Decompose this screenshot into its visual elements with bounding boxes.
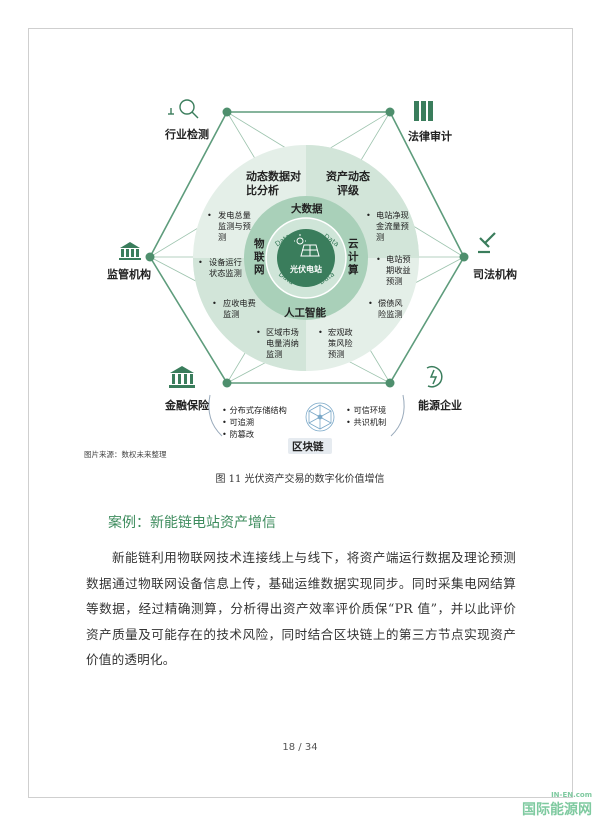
list-item: 电站预 期收益 预测 xyxy=(386,254,411,286)
label-big-data: 大数据 xyxy=(291,203,323,215)
figure-source: 图片来源：数权未来整理 xyxy=(84,450,167,459)
list-item: 应收电费 监测 xyxy=(223,298,256,319)
blockchain-box xyxy=(288,438,332,454)
list-bullet: • xyxy=(376,254,381,264)
page-border xyxy=(28,28,573,798)
list-item: • xyxy=(207,210,212,220)
government-building-icon xyxy=(119,242,141,260)
blockchain-label: 区块链 xyxy=(292,441,324,453)
node-regulator: 监管机构 xyxy=(107,268,151,281)
node-finance: 金融保险 xyxy=(165,399,209,412)
blockchain-item: • 可信环境 xyxy=(346,405,387,415)
list-item: 电站净现 金流量预 测 xyxy=(376,210,409,242)
label-iot: 物 联 网 xyxy=(254,238,265,276)
gavel-icon xyxy=(478,232,496,254)
blockchain-item: • 可追溯 xyxy=(222,417,255,427)
list-bullet: • xyxy=(198,257,203,267)
page-number: 18 / 34 xyxy=(282,742,318,753)
body-paragraph: 新能链利用物联网技术连接线上与线下，将资产端运行数据及理论预测数据通过物联网设备… xyxy=(86,550,516,667)
list-item: 偿债风 险监测 xyxy=(378,298,403,319)
figure-caption: 图 11 光伏资产交易的数字化价值增信 xyxy=(215,474,385,485)
section-dynamic-compare: 动态数据对 比分析 xyxy=(246,170,301,197)
case-title: 案例：新能链电站资产增信 xyxy=(108,515,276,531)
solar-panel-icon xyxy=(294,234,320,257)
node-energy: 能源企业 xyxy=(418,399,462,412)
label-ai: 人工智能 xyxy=(284,307,326,319)
center-circle xyxy=(277,229,335,287)
list-item: 宏观政 策风险 预测 xyxy=(328,327,353,359)
energy-cycle-icon xyxy=(426,366,443,388)
watermark-logo: IN-EN.com 国际能源网 xyxy=(522,791,592,818)
magnifier-chart-icon xyxy=(168,99,199,119)
center-label: 光伏电站 xyxy=(289,264,322,274)
network-icon xyxy=(305,402,335,432)
list-bullet: • xyxy=(318,327,323,337)
list-bullet: • xyxy=(256,327,261,337)
list-item: 设备运行 状态监测 xyxy=(209,257,242,278)
list-bullet: • xyxy=(366,210,371,220)
vertex-dots xyxy=(145,107,469,388)
list-bullet: • xyxy=(368,298,373,308)
node-legal-audit: 法律审计 xyxy=(408,130,452,143)
left-bracket xyxy=(208,394,223,437)
bank-icon xyxy=(169,366,195,388)
list-bullet: • xyxy=(212,298,217,308)
section-asset-rating: 资产动态 评级 xyxy=(326,170,370,197)
binders-icon xyxy=(414,101,433,121)
blockchain-item: • 防篡改 xyxy=(222,429,255,439)
blockchain-item: • 共识机制 xyxy=(346,417,387,427)
list-item: 区域市场 电量消纳 监测 xyxy=(266,327,299,359)
node-industry-check: 行业检测 xyxy=(165,128,209,141)
node-judicial: 司法机构 xyxy=(473,268,517,281)
right-bracket xyxy=(390,394,405,437)
list-item: 发电总量 监测与预 测 xyxy=(218,210,251,242)
label-cloud: 云 计 算 xyxy=(348,238,359,276)
blockchain-item: • 分布式存储结构 xyxy=(222,405,287,415)
